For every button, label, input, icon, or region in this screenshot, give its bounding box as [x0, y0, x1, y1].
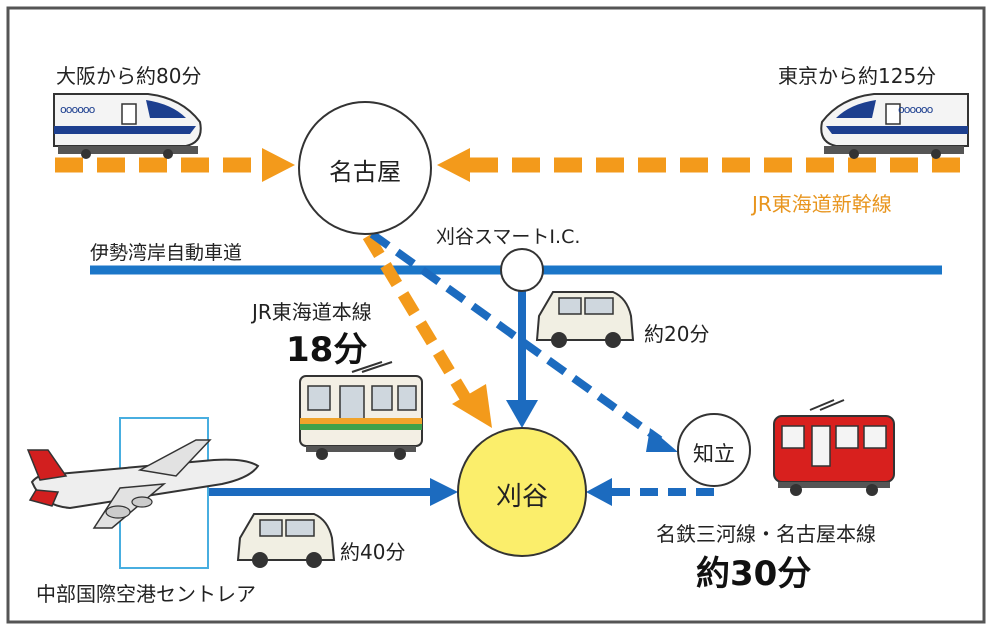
car-ic-time-label: 約20分	[644, 322, 710, 346]
chiryu-station-node	[677, 413, 751, 487]
shinkansen-icon	[53, 93, 202, 159]
jr-time-label: 18分	[286, 330, 368, 370]
tokyo-time-label: 東京から約125分	[778, 64, 937, 88]
train-icon	[773, 399, 895, 496]
arrow-airport-to-kariya	[430, 478, 458, 506]
car-icon	[236, 513, 336, 568]
airplane-icon	[26, 439, 260, 529]
kariya-station-node	[457, 427, 587, 557]
osaka-time-label: 大阪から約80分	[56, 64, 202, 88]
arrow-jr-to-kariya	[452, 384, 492, 428]
kariya-label: 刈谷	[495, 482, 548, 512]
nagoya-station-node	[298, 101, 432, 235]
arrow-to-nagoya-right	[437, 148, 470, 182]
meitetsu-nagoya-chiryu-line	[369, 230, 663, 444]
arrow-ic-to-kariya	[506, 400, 538, 428]
chiryu-label: 知立	[693, 442, 735, 466]
meitetsu-label: 名鉄三河線・名古屋本線	[656, 522, 876, 546]
jr-line-label: JR東海道本線	[252, 300, 372, 324]
bullet-train-windows-right: oooooo	[898, 103, 933, 116]
train-icon	[299, 361, 423, 460]
smart-ic-node	[500, 248, 544, 292]
airport-label: 中部国際空港セントレア	[36, 582, 256, 606]
arrow-to-nagoya-left	[262, 148, 295, 182]
car-airport-time-label: 約40分	[340, 540, 406, 564]
shinkansen-label: JR東海道新幹線	[752, 192, 892, 216]
meitetsu-time-label: 約30分	[696, 554, 812, 594]
expressway-label: 伊勢湾岸自動車道	[90, 242, 243, 264]
arrow-to-chiryu	[646, 428, 678, 452]
car-icon	[535, 291, 635, 348]
nagoya-label: 名古屋	[329, 158, 401, 186]
arrow-chiryu-to-kariya	[586, 478, 612, 506]
smart-ic-label: 刈谷スマートI.C.	[436, 226, 581, 248]
shinkansen-icon	[820, 93, 969, 159]
bullet-train-windows-left: oooooo	[60, 103, 95, 116]
